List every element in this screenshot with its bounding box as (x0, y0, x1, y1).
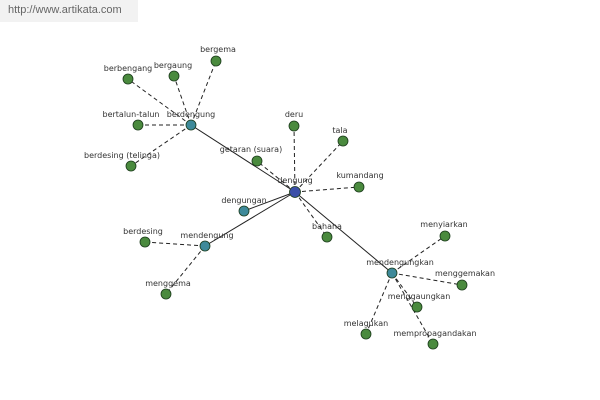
node-circle-melagukan[interactable] (360, 328, 372, 340)
node-circle-bergema[interactable] (210, 55, 222, 67)
edge-berdengung-berbengang (127, 78, 192, 126)
node-circle-bergaung[interactable] (168, 70, 180, 82)
node-circle-menggemakan[interactable] (456, 279, 468, 291)
edge-berdengung-bergaung (173, 75, 192, 126)
node-circle-dengungan[interactable] (238, 205, 250, 217)
edge-dengung-kumandang (294, 186, 360, 193)
node-label-dengung: dengung (277, 176, 312, 185)
node-mendengung[interactable]: mendengung (180, 231, 234, 252)
node-label-berdesing-telinga: berdesing (telinga) (84, 151, 160, 160)
node-circle-kumandang[interactable] (353, 181, 365, 193)
edge-dengung-dengungan (243, 191, 296, 212)
node-berdengung[interactable]: berdengung (167, 110, 216, 131)
node-label-berbengang: berbengang (104, 64, 153, 73)
site-url-banner: http://www.artikata.com (0, 0, 138, 22)
node-label-bergaung: bergaung (154, 61, 192, 70)
node-mempropagandakan[interactable]: mempropagandakan (393, 329, 477, 350)
node-berdesing[interactable]: berdesing (123, 227, 163, 248)
node-label-bergema: bergema (200, 45, 236, 54)
edge-mendengung-berdesing (144, 241, 206, 247)
node-bergema[interactable]: bergema (200, 45, 236, 67)
node-label-bahana: bahana (312, 222, 342, 231)
edge-dengung-mendengung (204, 191, 296, 247)
node-label-mendengungkan: mendengungkan (366, 258, 434, 267)
edges-layer (127, 60, 463, 345)
node-dengungan[interactable]: dengungan (221, 196, 267, 217)
node-label-getaran: getaran (suara) (220, 145, 282, 154)
edge-dengung-bahana (294, 191, 328, 238)
node-circle-tala[interactable] (337, 135, 349, 147)
edge-mendengungkan-menggemakan (391, 272, 463, 286)
node-berdesing-telinga[interactable]: berdesing (telinga) (84, 151, 160, 172)
node-label-mendengung: mendengung (180, 231, 233, 240)
node-mendengungkan[interactable]: mendengungkan (366, 258, 434, 279)
edge-berdengung-berdesing-telinga (130, 124, 192, 167)
edge-dengung-mendengungkan (294, 191, 393, 274)
node-circle-getaran[interactable] (251, 155, 263, 167)
node-circle-berdengung[interactable] (185, 119, 197, 131)
node-bergaung[interactable]: bergaung (154, 61, 192, 82)
node-label-kumandang: kumandang (336, 171, 383, 180)
node-circle-berbengang[interactable] (122, 73, 134, 85)
node-tala[interactable]: tala (332, 126, 349, 147)
site-url-text: http://www.artikata.com (8, 4, 122, 16)
node-deru[interactable]: deru (285, 110, 303, 132)
node-label-berdengung: berdengung (167, 110, 216, 119)
node-bertalun-talun[interactable]: bertalun-talun (103, 110, 160, 131)
node-circle-berdesing[interactable] (139, 236, 151, 248)
node-label-melagukan: melagukan (344, 319, 388, 328)
node-dengung[interactable]: dengung (277, 176, 313, 198)
node-menggemakan[interactable]: menggemakan (435, 269, 495, 291)
node-menyiarkan[interactable]: menyiarkan (420, 220, 468, 242)
node-label-deru: deru (285, 110, 303, 119)
node-circle-bahana[interactable] (321, 231, 333, 243)
node-circle-dengung[interactable] (289, 186, 301, 198)
node-circle-berdesing-telinga[interactable] (125, 160, 137, 172)
node-circle-menggema[interactable] (160, 288, 172, 300)
node-circle-mendengungkan[interactable] (386, 267, 398, 279)
node-getaran[interactable]: getaran (suara) (220, 145, 282, 167)
node-circle-mendengung[interactable] (199, 240, 211, 252)
edge-dengung-getaran (256, 160, 296, 193)
node-kumandang[interactable]: kumandang (336, 171, 384, 193)
node-label-menggema: menggema (145, 279, 191, 288)
node-berbengang[interactable]: berbengang (104, 64, 153, 85)
node-label-berdesing: berdesing (123, 227, 163, 236)
node-label-tala: tala (332, 126, 347, 135)
edge-berdengung-bergema (190, 60, 217, 126)
node-circle-menggaungkan[interactable] (411, 301, 423, 313)
node-label-menggemakan: menggemakan (435, 269, 495, 278)
node-label-menggaungkan: menggaungkan (388, 292, 451, 301)
node-menggema[interactable]: menggema (145, 279, 191, 300)
edge-dengung-berdengung (190, 124, 296, 193)
node-label-mempropagandakan: mempropagandakan (393, 329, 476, 338)
edge-mendengung-menggema (165, 245, 206, 295)
edge-mendengungkan-menggaungkan (391, 272, 418, 308)
node-circle-mempropagandakan[interactable] (427, 338, 439, 350)
nodes-layer: dengung berdengung mendengung mendengungkan… (84, 45, 495, 350)
edge-dengung-tala (294, 140, 344, 193)
node-circle-menyiarkan[interactable] (439, 230, 451, 242)
node-bahana[interactable]: bahana (312, 222, 342, 243)
node-label-dengungan: dengungan (221, 196, 266, 205)
node-label-menyiarkan: menyiarkan (420, 220, 467, 229)
node-melagukan[interactable]: melagukan (344, 319, 388, 340)
edge-mendengungkan-menyiarkan (391, 235, 446, 274)
node-menggaungkan[interactable]: menggaungkan (388, 292, 451, 313)
node-label-bertalun-talun: bertalun-talun (103, 110, 160, 119)
node-circle-bertalun-talun[interactable] (132, 119, 144, 131)
node-circle-deru[interactable] (288, 120, 300, 132)
